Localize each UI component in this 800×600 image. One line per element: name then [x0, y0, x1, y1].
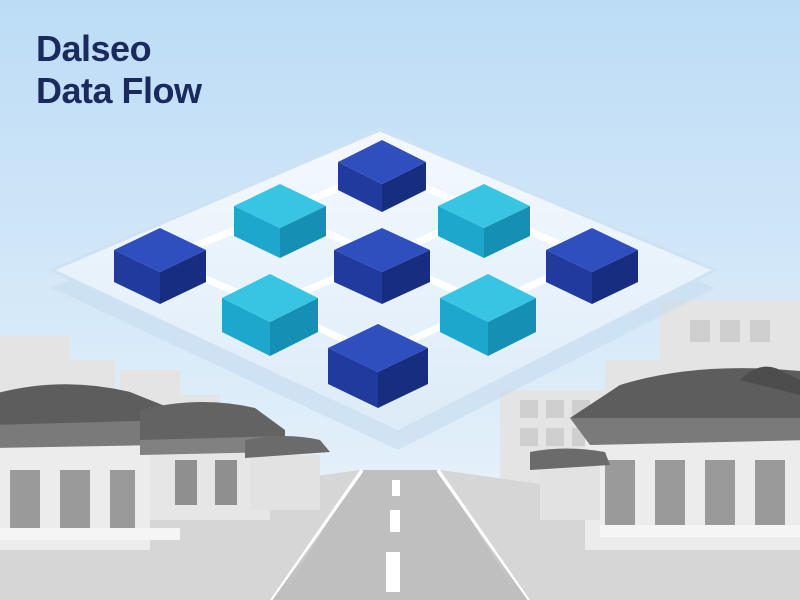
left-hanok-houses [0, 384, 330, 550]
title-line-2: Data Flow [36, 70, 202, 111]
network-cubes [114, 140, 638, 408]
network-node-cube-dark [546, 228, 638, 304]
cube-top-face [114, 228, 206, 272]
cube-right-face [592, 250, 638, 304]
cube-top-face [440, 274, 536, 322]
right-hanok-houses [530, 366, 800, 550]
cube-left-face [328, 348, 378, 408]
cube-right-face [484, 206, 530, 258]
cube-right-face [280, 206, 326, 258]
cube-top-face [328, 324, 428, 372]
cube-left-face [438, 206, 484, 258]
cube-left-face [114, 250, 160, 304]
cube-left-face [338, 162, 382, 212]
cube-top-face [438, 184, 530, 228]
cube-top-face [546, 228, 638, 272]
cube-right-face [160, 250, 206, 304]
network-node-cube-dark [334, 228, 430, 304]
cube-top-face [338, 140, 426, 184]
network-node-cube-light [222, 274, 318, 356]
cube-right-face [382, 250, 430, 304]
cube-right-face [488, 298, 536, 356]
cube-left-face [222, 298, 270, 356]
cube-left-face [334, 250, 382, 304]
network-node-cube-dark [328, 324, 428, 408]
network-node-cube-dark [338, 140, 426, 212]
cube-top-face [334, 228, 430, 272]
cube-left-face [440, 298, 488, 356]
cube-left-face [234, 206, 280, 258]
cube-right-face [378, 348, 428, 408]
cube-left-face [546, 250, 592, 304]
cube-top-face [234, 184, 326, 228]
network-node-cube-dark [114, 228, 206, 304]
title-line-1: Dalseo [36, 28, 152, 69]
cube-top-face [222, 274, 318, 322]
cube-right-face [382, 162, 426, 212]
network-node-cube-light [234, 184, 326, 258]
building-windows [520, 320, 770, 446]
network-node-cube-light [440, 274, 536, 356]
page-title: Dalseo Data Flow [36, 28, 202, 112]
cube-right-face [270, 298, 318, 356]
network-node-cube-light [438, 184, 530, 258]
